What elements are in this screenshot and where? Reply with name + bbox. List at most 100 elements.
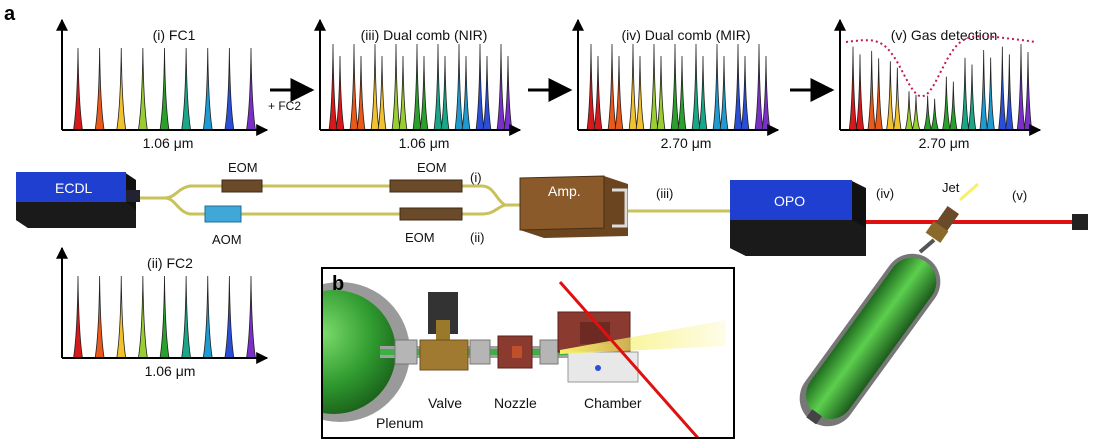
valve bbox=[419, 292, 469, 371]
gas-cylinder bbox=[799, 253, 941, 427]
tag-iv: (iv) bbox=[876, 186, 894, 201]
comb-tooth-fc2 bbox=[719, 55, 729, 131]
comb-tooth-fc1 bbox=[670, 43, 680, 131]
fiber-network bbox=[140, 184, 730, 216]
comb-tooth bbox=[202, 275, 213, 359]
comb-tooth-fc1 bbox=[1016, 43, 1026, 131]
tag-iii: (iii) bbox=[656, 186, 673, 201]
comb-tooth-fc1 bbox=[848, 46, 858, 131]
ecdl-label: ECDL bbox=[55, 180, 93, 196]
comb-tooth bbox=[224, 275, 235, 359]
comb-tooth-fc2 bbox=[967, 64, 977, 131]
comb-tooth bbox=[73, 275, 83, 359]
comb-tooth bbox=[116, 275, 127, 359]
comb-tooth bbox=[116, 47, 127, 131]
spectrum-dual-mir-title: (iv) Dual comb (MIR) bbox=[621, 27, 750, 43]
comb-tooth-fc1 bbox=[691, 43, 701, 131]
spectrum-fc2-wavelength: 1.06 μm bbox=[145, 363, 196, 379]
comb-tooth-fc2 bbox=[377, 55, 387, 131]
chamber-label: Chamber bbox=[584, 395, 642, 411]
comb-tooth-fc2 bbox=[335, 55, 345, 131]
comb-tooth-fc2 bbox=[761, 55, 771, 131]
comb-tooth-fc1 bbox=[349, 43, 359, 131]
comb-tooth-fc2 bbox=[986, 57, 995, 131]
comb-tooth-fc2 bbox=[440, 55, 450, 131]
spectrum-gas-title: (v) Gas detection bbox=[891, 27, 998, 43]
spectrum-fc1-wavelength: 1.06 μm bbox=[143, 135, 194, 151]
comb-tooth bbox=[159, 275, 170, 359]
nozzle bbox=[497, 335, 533, 369]
comb-tooth-fc2 bbox=[419, 55, 429, 131]
comb-tooth-fc1 bbox=[433, 43, 443, 131]
plenum-sphere bbox=[323, 282, 410, 422]
plus-fc2-label: + FC2 bbox=[268, 99, 301, 113]
comb-tooth-fc2 bbox=[949, 81, 958, 131]
comb-tooth bbox=[73, 47, 83, 131]
spectrum-dual-nir-title: (iii) Dual comb (NIR) bbox=[361, 27, 488, 43]
comb-tooth bbox=[181, 47, 192, 131]
comb-tooth-fc1 bbox=[391, 43, 401, 131]
comb-tooth bbox=[159, 47, 170, 131]
spectrum-dual-comb-mir: (iv) Dual comb (MIR) 2.70 μm bbox=[572, 18, 780, 151]
comb-tooth bbox=[181, 275, 192, 359]
eom-lower-label: EOM bbox=[405, 230, 435, 245]
comb-tooth-fc1 bbox=[586, 43, 596, 131]
spectrum-gas-detection: (v) Gas detection 2.70 μm bbox=[834, 18, 1042, 151]
aom-label: AOM bbox=[212, 232, 242, 247]
comb-tooth-fc1 bbox=[712, 43, 722, 131]
jet-assembly: Jet (v) bbox=[918, 180, 1027, 254]
comb-tooth-fc1 bbox=[867, 50, 876, 131]
eom-upper: EOM (i) bbox=[389, 160, 482, 193]
amp-label: Amp. bbox=[548, 183, 581, 199]
comb-tooth bbox=[94, 47, 105, 131]
comb-tooth-fc2 bbox=[461, 55, 471, 131]
tag-ii: (ii) bbox=[470, 230, 484, 245]
comb-tooth-fc2 bbox=[874, 58, 883, 131]
comb-tooth-fc2 bbox=[677, 55, 687, 131]
jet-label: Jet bbox=[942, 180, 960, 195]
comb-tooth-fc1 bbox=[923, 95, 933, 131]
comb-tooth-fc1 bbox=[942, 76, 951, 131]
comb-tooth-fc1 bbox=[960, 57, 970, 131]
comb-tooth-fc1 bbox=[886, 61, 895, 131]
amplifier: Amp. (iii) bbox=[519, 175, 673, 238]
comb-tooth-fc1 bbox=[649, 43, 659, 131]
comb-tooth bbox=[94, 275, 105, 359]
comb-tooth-fc2 bbox=[356, 55, 366, 131]
comb-tooth-fc1 bbox=[754, 43, 764, 131]
absorption-envelope bbox=[845, 35, 1037, 98]
comb-tooth-fc2 bbox=[893, 67, 902, 131]
jet-plume bbox=[560, 320, 726, 354]
comb-tooth-fc2 bbox=[930, 98, 940, 131]
comb-tooth-fc1 bbox=[412, 43, 422, 131]
tag-i: (i) bbox=[470, 170, 482, 185]
comb-tooth-fc2 bbox=[855, 54, 865, 131]
eom-lower: EOM (ii) bbox=[399, 207, 484, 245]
probe-laser-line bbox=[558, 281, 700, 437]
comb-tooth-fc2 bbox=[635, 55, 645, 131]
eom-top-label: EOM bbox=[228, 160, 258, 175]
comb-tooth bbox=[246, 47, 256, 131]
comb-tooth-fc1 bbox=[628, 43, 638, 131]
comb-tooth-fc2 bbox=[740, 55, 750, 131]
spectrum-fc2: (ii) FC2 1.06 μm bbox=[56, 246, 269, 379]
comb-tooth-fc1 bbox=[328, 43, 338, 131]
valve-label: Valve bbox=[428, 395, 462, 411]
spectrum-dual-nir-wavelength: 1.06 μm bbox=[399, 135, 450, 151]
comb-tooth-fc1 bbox=[496, 43, 506, 131]
comb-tooth bbox=[246, 275, 256, 359]
eom-top: EOM bbox=[221, 160, 263, 193]
comb-tooth-fc2 bbox=[398, 55, 408, 131]
comb-tooth-fc1 bbox=[979, 50, 988, 131]
panel-label-a: a bbox=[4, 3, 16, 25]
tag-v: (v) bbox=[1012, 188, 1027, 203]
opo-label: OPO bbox=[774, 193, 805, 209]
comb-tooth-fc2 bbox=[911, 94, 921, 131]
comb-tooth-fc1 bbox=[370, 43, 380, 131]
inset-b: b Plenum Valve Nozzle Chamber bbox=[321, 267, 735, 439]
nozzle-label: Nozzle bbox=[494, 395, 537, 411]
spectrum-gas-wavelength: 2.70 μm bbox=[919, 135, 970, 151]
spectrum-fc1: (i) FC1 1.06 μm bbox=[56, 18, 269, 151]
comb-tooth-fc1 bbox=[904, 91, 914, 131]
spectrum-dual-comb-nir: (iii) Dual comb (NIR) 1.06 μm bbox=[314, 18, 522, 151]
